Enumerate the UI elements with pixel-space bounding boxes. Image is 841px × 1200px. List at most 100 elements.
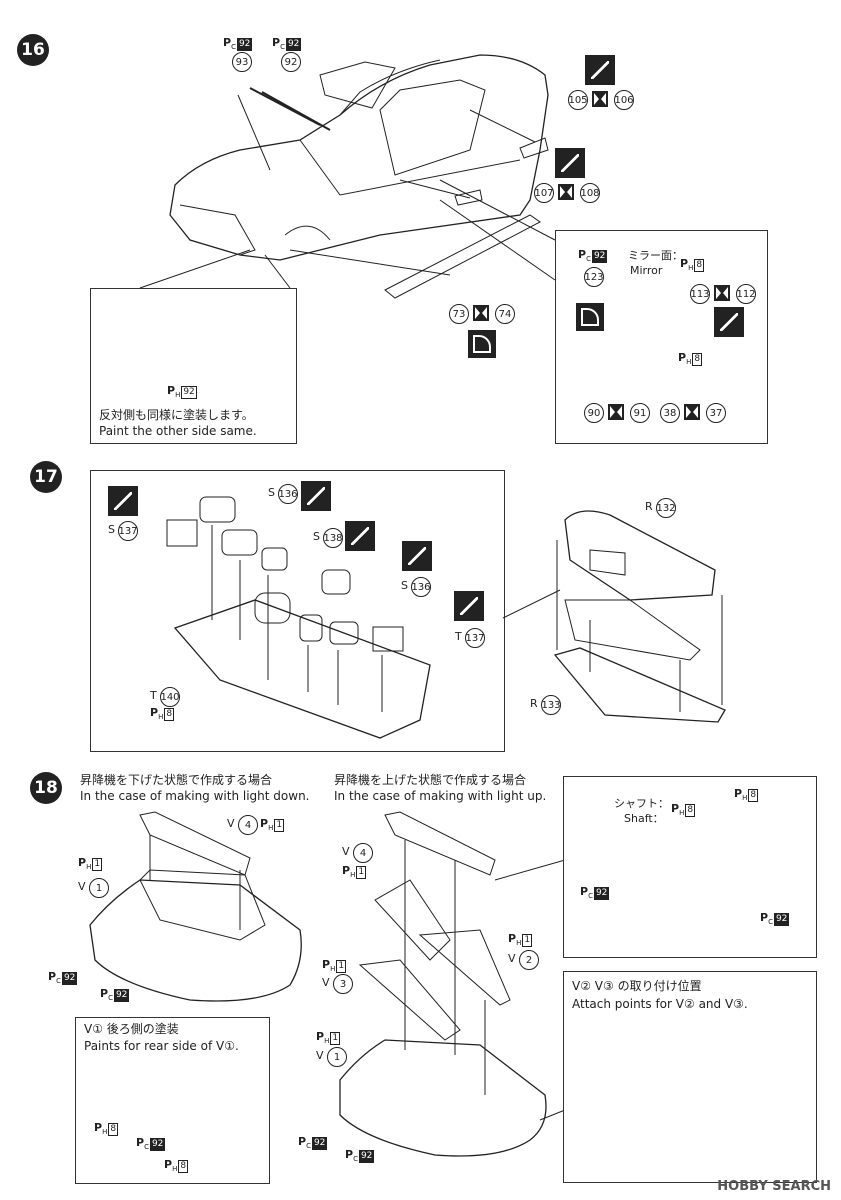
label-v4-left: V — [227, 817, 235, 830]
part-number-138: 138 — [323, 528, 343, 548]
part-number-136: 136 — [278, 484, 298, 504]
part-number-123: 123 — [584, 267, 604, 287]
cement-icon — [108, 486, 138, 516]
inset-caption-jp: 反対側も同様に塗装します。 — [99, 408, 254, 422]
attach-caption-jp: V② V③ の取り付け位置 — [572, 979, 702, 993]
part-number-137: 137 — [118, 521, 138, 541]
inset-caption-en: Paint the other side same. — [99, 424, 257, 438]
glue-icon — [576, 303, 604, 331]
step-number-16: 16 — [17, 34, 49, 66]
step-18-label: 18 — [34, 778, 58, 798]
part-number-90: 90 — [584, 403, 604, 423]
part-number-v3: 3 — [333, 974, 353, 994]
attach-caption-en: Attach points for V② and V③. — [572, 997, 748, 1011]
label-v4-right: V — [342, 845, 350, 858]
label-s-4: S — [401, 579, 408, 592]
inset-rear-paint: V① 後ろ側の塗装 Paints for rear side of V①. PH… — [75, 1017, 270, 1184]
step18-left-title-en: In the case of making with light down. — [80, 789, 310, 803]
part-number-v4-left: 4 — [238, 815, 258, 835]
part-number-112: 112 — [736, 284, 756, 304]
rear-caption-jp: V① 後ろ側の塗装 — [84, 1022, 179, 1036]
part-number-105: 105 — [568, 90, 588, 110]
pair-icon — [592, 91, 608, 107]
step18-left-title-jp: 昇降機を下げた状態で作成する場合 — [80, 773, 273, 787]
cement-icon — [714, 307, 744, 337]
step18-right-title-jp: 昇降機を上げた状態で作成する場合 — [334, 773, 527, 787]
shaft-label-jp: シャフト： — [614, 797, 669, 810]
cement-icon — [402, 541, 432, 571]
pair-icon — [714, 285, 730, 301]
part-number-38: 38 — [660, 403, 680, 423]
step-number-18: 18 — [30, 772, 62, 804]
label-v1-right: V — [316, 1049, 324, 1062]
part-number-92: 92 — [281, 52, 301, 72]
part-number-136-b: 136 — [411, 577, 431, 597]
label-r-2: R — [530, 697, 538, 710]
step-16-label: 16 — [21, 40, 45, 60]
label-t: T — [150, 689, 157, 702]
label-s-5: T — [455, 630, 462, 643]
mirror-label-en: Mirror — [630, 264, 663, 277]
part-number-73: 73 — [449, 304, 469, 324]
glue-icon — [468, 330, 496, 358]
label-s-3: S — [313, 530, 320, 543]
part-number-91: 91 — [630, 403, 650, 423]
label-v1-left: V — [78, 880, 86, 893]
rear-caption-en: Paints for rear side of V①. — [84, 1039, 239, 1053]
label-r-1: R — [645, 500, 653, 513]
part-number-137-b: 137 — [465, 628, 485, 648]
cement-icon — [345, 521, 375, 551]
part-number-132: 132 — [656, 498, 676, 518]
part-number-v4-right: 4 — [353, 843, 373, 863]
step-number-17: 17 — [30, 461, 62, 493]
part-number-v1-left: 1 — [89, 878, 109, 898]
mirror-label-jp: ミラー面： — [628, 249, 683, 262]
shaft-label-en: Shaft： — [624, 812, 664, 825]
part-number-108: 108 — [580, 183, 600, 203]
part-number-v1-right: 1 — [327, 1047, 347, 1067]
part-number-74: 74 — [495, 304, 515, 324]
step-17-label: 17 — [34, 467, 58, 487]
label-v3-right: V — [322, 976, 330, 989]
inset-attach-points: V② V③ の取り付け位置 Attach points for V② and V… — [563, 971, 817, 1183]
part-number-133: 133 — [541, 695, 561, 715]
cement-icon — [585, 55, 615, 85]
watermark-text: HOBBY SEARCH — [717, 1179, 831, 1194]
cement-icon — [454, 591, 484, 621]
part-number-37: 37 — [706, 403, 726, 423]
part-number-106: 106 — [614, 90, 634, 110]
pair-icon — [684, 404, 700, 420]
label-s-1: S — [268, 486, 275, 499]
part-number-113: 113 — [690, 284, 710, 304]
pair-icon — [473, 305, 489, 321]
part-number-107: 107 — [534, 183, 554, 203]
label-v2-right: V — [508, 952, 516, 965]
cement-icon — [301, 481, 331, 511]
cement-icon — [555, 148, 585, 178]
